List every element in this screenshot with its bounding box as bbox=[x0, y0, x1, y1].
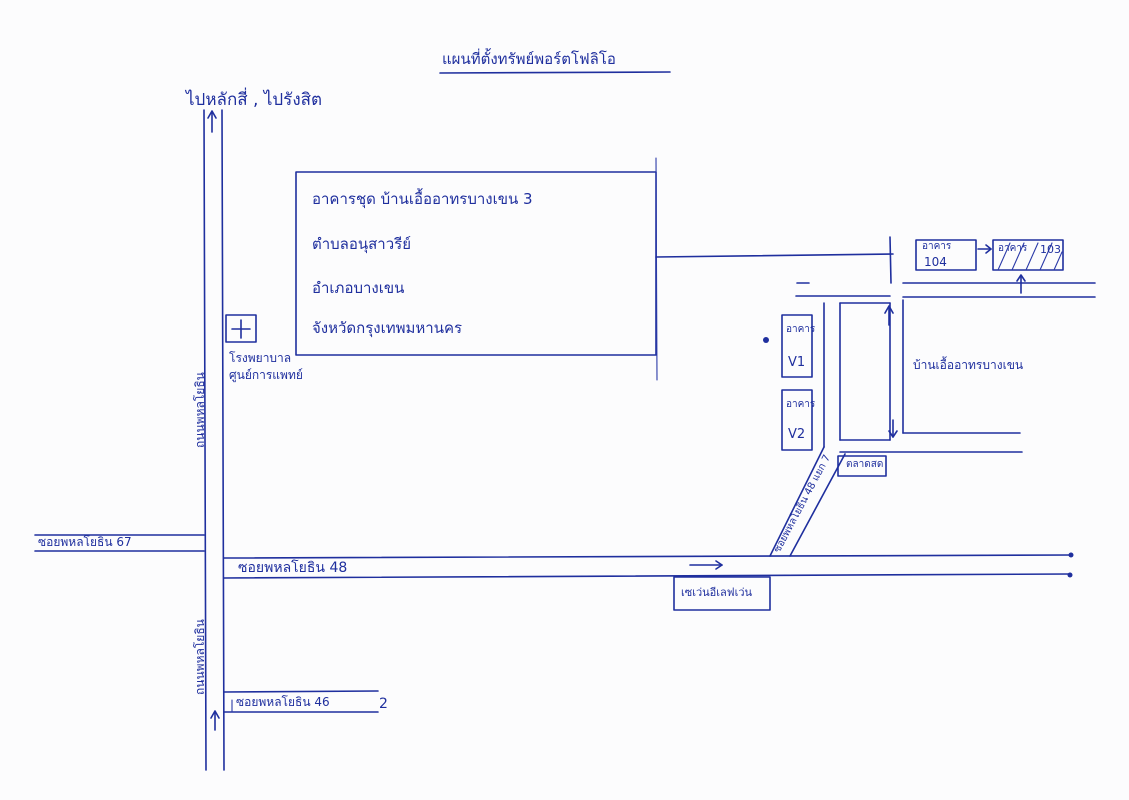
building-103-hatch bbox=[997, 242, 1063, 271]
building-104-label: อาคาร bbox=[922, 241, 952, 252]
soi48-top-edge bbox=[223, 554, 1073, 559]
building-104-id: 104 bbox=[924, 255, 947, 269]
building-v1-id: V1 bbox=[788, 355, 806, 370]
diagonal-soi-left bbox=[769, 446, 825, 557]
hospital-box bbox=[225, 314, 257, 343]
v1-marker bbox=[763, 337, 769, 343]
hospital-label-2: ศูนย์การแพทย์ bbox=[229, 368, 303, 382]
building-104-box bbox=[915, 239, 977, 271]
seven-eleven-box bbox=[673, 576, 771, 611]
main-road-right-edge bbox=[221, 109, 225, 771]
building-v1-label: อาคาร bbox=[786, 324, 816, 335]
pointer-line bbox=[655, 253, 894, 258]
north-arrow-icon bbox=[207, 110, 217, 133]
village-label: บ้านเอื้ออาทรบางเขน bbox=[913, 358, 1024, 372]
map-title: แผนที่ตั้งทรัพย์พอร์ตโฟลิโอ bbox=[442, 50, 616, 68]
soi-46-label: ซอยพหลโยธิน 46 bbox=[236, 695, 330, 709]
building-v1-box bbox=[781, 314, 813, 378]
south-up-arrow-icon bbox=[210, 710, 220, 731]
soi-67-label: ซอยพหลโยธิน 67 bbox=[38, 535, 132, 549]
soi48-bottom-edge bbox=[223, 573, 1071, 579]
market-label: ตลาดสด bbox=[846, 459, 884, 470]
up-arrow-inner-icon bbox=[884, 305, 894, 326]
building-103-box bbox=[992, 239, 1064, 271]
building-v2-box bbox=[781, 389, 813, 451]
north-direction-label: ไปหลักสี่ , ไปรังสิต bbox=[186, 90, 323, 110]
soi48-end-dot bbox=[1068, 552, 1074, 558]
hospital-label-1: โรงพยาบาล bbox=[229, 351, 292, 365]
building-103-label: อาคาร bbox=[998, 243, 1028, 254]
arrow-104-to-103-icon bbox=[977, 244, 992, 254]
soi-46-suffix: 2 bbox=[379, 696, 388, 712]
building-v2-label: อาคาร bbox=[786, 399, 816, 410]
hospital-cross-icon bbox=[231, 319, 251, 339]
seven-eleven-label: เซเว่นอีเลฟเว่น bbox=[681, 586, 753, 599]
down-arrow-inner-icon bbox=[888, 419, 898, 438]
soi48-arrow-icon bbox=[689, 560, 723, 570]
main-road-label-lower: ถนนพหลโยธิน bbox=[193, 619, 207, 695]
soi46-top-edge bbox=[223, 690, 379, 693]
building-103-id: 103 bbox=[1040, 243, 1061, 256]
pointer-end bbox=[889, 236, 892, 284]
up-arrow-103-icon bbox=[1016, 274, 1026, 294]
address-line-2: ตำบลอนุสาวรีย์ bbox=[312, 235, 411, 253]
main-road-left-edge bbox=[203, 109, 207, 771]
building-v2-id: V2 bbox=[788, 427, 806, 442]
soi-48-label: ซอยพหลโยธิน 48 bbox=[238, 560, 348, 576]
address-line-4: จังหวัดกรุงเทพมหานคร bbox=[312, 319, 463, 337]
soi48-end-dot-2 bbox=[1067, 572, 1073, 578]
address-box-right-stroke bbox=[655, 157, 658, 381]
market-box bbox=[837, 455, 887, 477]
address-line-1: อาคารชุด บ้านเอื้ออาทรบางเขน 3 bbox=[312, 190, 533, 208]
diagonal-soi-right bbox=[789, 453, 846, 557]
main-road-label-upper: ถนนพหลโยธิน bbox=[193, 372, 207, 448]
title-underline bbox=[439, 71, 671, 74]
address-line-3: อำเภอบางเขน bbox=[312, 279, 405, 297]
